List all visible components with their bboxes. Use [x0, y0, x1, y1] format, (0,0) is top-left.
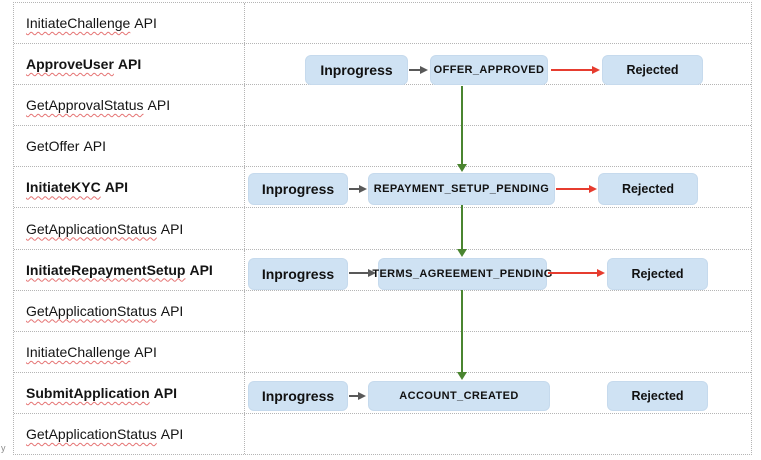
- empty-cell: [245, 291, 751, 331]
- state-node-rejected: Rejected: [607, 381, 708, 411]
- api-name: ApproveUser: [26, 56, 114, 73]
- empty-cell: [245, 414, 751, 454]
- api-suffix: API: [160, 220, 184, 237]
- api-suffix: API: [134, 343, 157, 360]
- state-node-repayment-setup-pending: REPAYMENT_SETUP_PENDING: [368, 173, 555, 205]
- api-name: InitiateChallenge: [26, 15, 131, 32]
- api-suffix: API: [104, 179, 129, 196]
- state-node-rejected: Rejected: [598, 173, 698, 205]
- state-node-account-created: ACCOUNT_CREATED: [368, 381, 550, 411]
- api-suffix: API: [147, 97, 171, 114]
- state-node-rejected: Rejected: [607, 258, 708, 290]
- clipped-margin-text: y: [1, 443, 6, 453]
- transition-arrow-icon: [349, 184, 367, 194]
- empty-cell: [245, 332, 751, 372]
- empty-cell: [245, 3, 751, 43]
- empty-cell: [245, 126, 751, 166]
- api-suffix: API: [160, 302, 184, 319]
- api-suffix: API: [160, 425, 184, 442]
- state-node-inprogress: Inprogress: [248, 258, 348, 290]
- next-state-arrow-icon: [457, 205, 467, 257]
- transition-arrow-icon: [409, 65, 428, 75]
- api-suffix: API: [134, 15, 157, 32]
- state-node-terms-agreement-pending: TERMS_AGREEMENT_PENDING: [372, 258, 552, 290]
- api-suffix: API: [153, 384, 178, 401]
- api-name: InitiateRepaymentSetup: [26, 261, 186, 278]
- api-name: GetOffer: [26, 138, 80, 155]
- api-name: GetApplicationStatus: [26, 302, 157, 319]
- next-state-arrow-icon: [457, 290, 467, 380]
- api-name: GetApprovalStatus: [26, 97, 144, 114]
- api-name: GetApplicationStatus: [26, 220, 157, 237]
- api-name: GetApplicationStatus: [26, 425, 157, 442]
- api-suffix: API: [189, 261, 213, 278]
- state-node-inprogress: Inprogress: [305, 55, 408, 85]
- state-node-offer-approved: OFFER_APPROVED: [430, 55, 548, 85]
- api-name: InitiateKYC: [26, 179, 101, 196]
- reject-arrow-icon: [548, 268, 605, 278]
- reject-arrow-icon: [556, 184, 597, 194]
- api-suffix: API: [117, 56, 142, 73]
- state-node-inprogress: Inprogress: [248, 381, 348, 411]
- state-node-inprogress: Inprogress: [248, 173, 348, 205]
- state-node-rejected: Rejected: [602, 55, 703, 85]
- api-suffix: API: [83, 138, 107, 155]
- next-state-arrow-icon: [457, 86, 467, 172]
- empty-cell: [245, 208, 751, 248]
- transition-arrow-icon: [349, 391, 366, 401]
- reject-arrow-icon: [551, 65, 600, 75]
- api-name: SubmitApplication: [26, 384, 150, 401]
- empty-cell: [245, 85, 751, 125]
- transition-arrow-icon: [349, 268, 376, 278]
- api-name: InitiateChallenge: [26, 343, 131, 360]
